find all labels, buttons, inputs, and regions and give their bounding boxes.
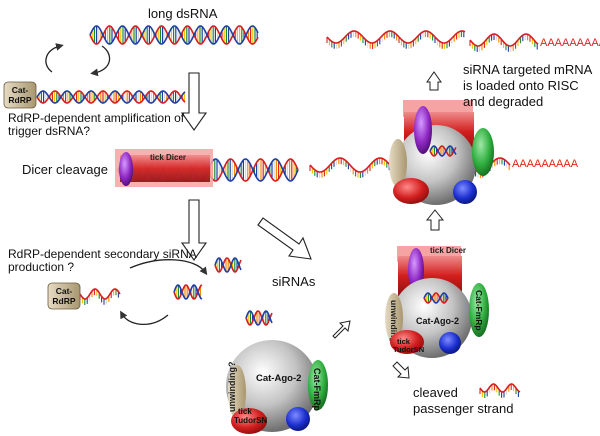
rdrp-amplification-line: trigger dsRNA? bbox=[8, 124, 91, 138]
poly-a-tail-top: AAAAAAAAA bbox=[540, 37, 600, 49]
cat-rdrp-text: RdRP bbox=[52, 296, 75, 306]
cat-ago2-label: Cat-Ago-2 bbox=[416, 316, 459, 326]
rdrp-secondary-line: production ? bbox=[8, 260, 75, 274]
unwinding-label: unwinding bbox=[389, 300, 399, 343]
risc-loaded-line: siRNA targeted mRNA bbox=[463, 62, 593, 77]
cat-rdrp-box-top: Cat- RdRP bbox=[3, 81, 37, 109]
dicer-purple-domain bbox=[119, 152, 133, 186]
long-dsrna-helix bbox=[89, 25, 259, 45]
sirnas-label: siRNAs bbox=[272, 274, 316, 289]
arrow-down-right bbox=[392, 361, 410, 379]
dicer-complex: tick Dicer bbox=[115, 149, 213, 187]
arrow-up-risc bbox=[426, 71, 442, 91]
risc-complex-with-dicer: tick Dicer unwinding Cat-FmRp tick Tudor… bbox=[385, 246, 489, 358]
rdrp-amplified-dsrna bbox=[36, 90, 186, 104]
rdrp-secondary-line: RdRP-dependent secondary siRNA bbox=[8, 247, 197, 261]
arrow-diag-small bbox=[332, 320, 351, 339]
cat-fmrp-label: Cat-FmRp bbox=[312, 368, 322, 411]
dicer-purple-domain bbox=[414, 106, 432, 154]
risc-complex-loaded bbox=[389, 100, 494, 205]
sirna-fragment bbox=[245, 310, 273, 326]
unwinding-label: unwinding? bbox=[227, 362, 237, 412]
bound-sirna-fragment bbox=[429, 145, 457, 157]
cat-rdrp-text: Cat- bbox=[56, 286, 73, 296]
risc-loaded-label: siRNA targeted mRNA is loaded onto RISC … bbox=[463, 62, 592, 110]
curved-arrow-left bbox=[45, 43, 64, 73]
rdrp-amplification-line: RdRP-dependent amplification of bbox=[8, 111, 185, 125]
cat-ago2-label: Cat-Ago-2 bbox=[256, 373, 301, 384]
mrna-fragment-left bbox=[326, 30, 466, 49]
sirna-fragments-layer bbox=[173, 145, 521, 398]
arrow-down-2 bbox=[180, 199, 208, 261]
arrow-down-1 bbox=[180, 72, 208, 131]
cat-rdrp-text: RdRP bbox=[8, 95, 31, 105]
tick-tudorsn-label: tick bbox=[397, 337, 411, 346]
rdrp-bound-rna-strand bbox=[79, 288, 121, 305]
risc-loaded-line: is loaded onto RISC bbox=[463, 78, 579, 93]
cat-fmrp-label: Cat-FmRp bbox=[474, 290, 484, 331]
passenger-strand-fragment bbox=[479, 383, 521, 398]
arrow-diagonal bbox=[257, 217, 312, 260]
sirna-fragment bbox=[173, 284, 203, 300]
curved-arrow-right bbox=[90, 45, 111, 77]
tick-tudorsn-label: TudorSN bbox=[234, 416, 267, 425]
sirna-fragment bbox=[214, 257, 242, 273]
curved-arrow-lower bbox=[120, 310, 169, 325]
risc-loaded-line: and degraded bbox=[463, 94, 544, 109]
long-dsrna-title: long dsRNA bbox=[148, 6, 218, 21]
curved-arrow-upper bbox=[129, 259, 208, 276]
mrna-fragment-right bbox=[469, 33, 539, 52]
tick-tudorsn-label: tick bbox=[238, 407, 252, 416]
bound-sirna-fragment bbox=[423, 292, 449, 304]
poly-a-tail-middle: AAAAAAAAA bbox=[512, 158, 579, 170]
risc-complex-unloaded: unwinding? Cat-FmRp tick TudorSN Cat-Ago… bbox=[226, 340, 328, 434]
cleaved-passenger-line: passenger strand bbox=[413, 401, 514, 416]
tick-tudorsn-label: TudorSN bbox=[393, 345, 424, 354]
tick-dicer-label: tick Dicer bbox=[430, 246, 466, 255]
cleaved-passenger-line: cleaved bbox=[413, 385, 458, 400]
arrow-up-mid bbox=[425, 209, 445, 231]
dicer-cleavage-label: Dicer cleavage bbox=[22, 162, 108, 177]
tick-dicer-label: tick Dicer bbox=[150, 153, 186, 162]
cat-rdrp-text: Cat- bbox=[12, 85, 29, 95]
cleaved-passenger-label: cleaved passenger strand bbox=[413, 385, 513, 417]
rdrp-secondary-label: RdRP-dependent secondary siRNA productio… bbox=[8, 248, 197, 274]
rdrp-amplification-label: RdRP-dependent amplification of trigger … bbox=[8, 112, 184, 138]
cat-rdrp-box-bottom: Cat- RdRP bbox=[47, 282, 81, 310]
